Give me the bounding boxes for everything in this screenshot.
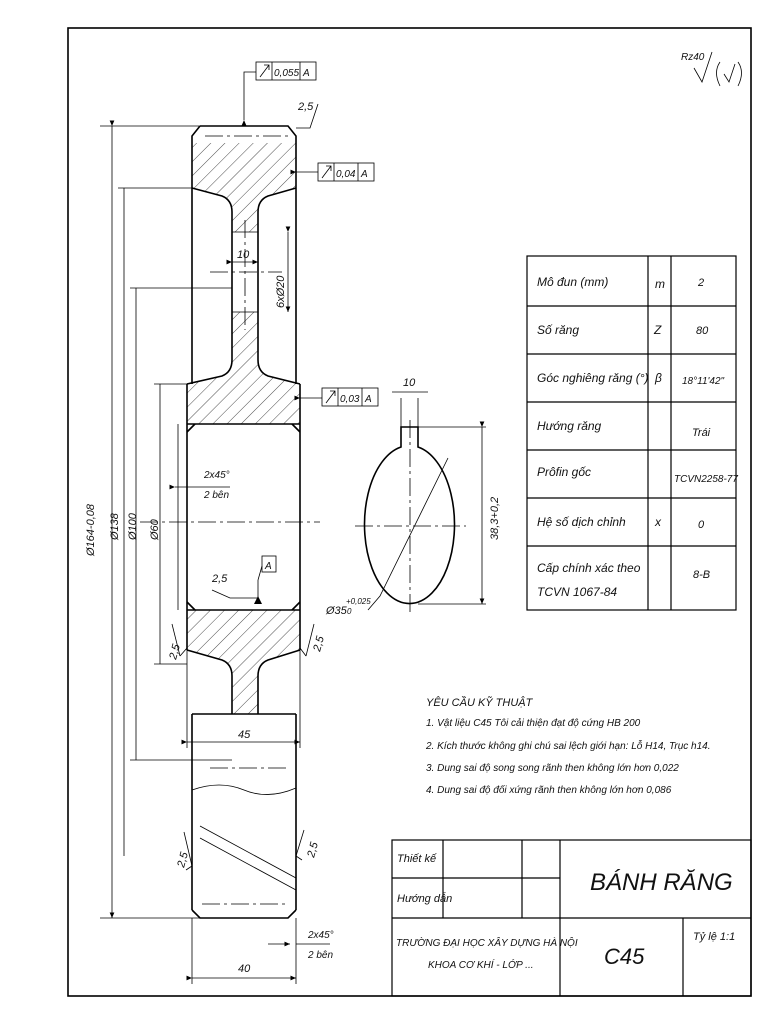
dim-tooth-right-chamfer: 2,5: [305, 840, 321, 860]
dim-face-width: 40: [238, 963, 251, 975]
dim-bore-tol-low: 0: [347, 607, 352, 616]
dim-d138: Ø138: [109, 512, 121, 541]
dim-chamfer-bore: 2x45°: [203, 470, 230, 481]
svg-text:0,03: 0,03: [340, 394, 360, 405]
svg-text:0,04: 0,04: [336, 169, 356, 180]
tolerance-frame-hub: 0,03 A: [294, 387, 379, 407]
designer-label: Thiết kế: [397, 853, 437, 865]
svg-text:Góc nghiêng răng (°): Góc nghiêng răng (°): [537, 371, 649, 385]
svg-text:2: 2: [697, 277, 704, 289]
param-row: Hệ số dịch chỉnh x 0: [537, 515, 705, 531]
svg-text:A: A: [364, 394, 372, 405]
svg-text:Prôfin gốc: Prôfin gốc: [537, 465, 591, 479]
svg-text:80: 80: [696, 325, 709, 337]
dim-key-width: 10: [403, 377, 416, 389]
requirement-item: 3. Dung sai độ song song rãnh then không…: [426, 763, 679, 774]
datum-label: A: [264, 561, 272, 572]
svg-text:TCVN2258-77: TCVN2258-77: [674, 474, 738, 485]
svg-text:x: x: [654, 515, 662, 529]
svg-text:A: A: [302, 68, 310, 79]
svg-text:Số răng: Số răng: [537, 323, 579, 337]
dim-d100: Ø100: [127, 512, 139, 541]
dim-d164: Ø164-0,08: [85, 503, 97, 557]
svg-text:Z: Z: [653, 323, 662, 337]
param-row: Hướng răng Trái: [537, 419, 711, 439]
param-row: Cấp chính xác theo TCVN 1067-84 8-B: [537, 561, 710, 599]
tolerance-frame-top: 0,055 A: [241, 61, 317, 126]
param-row: Prôfin gốc TCVN2258-77: [537, 465, 738, 485]
technical-requirements: YÊU CẦU KỸ THUẬT 1. Vật liệu C45 Tôi cải…: [425, 696, 711, 796]
svg-text:8-B: 8-B: [693, 569, 710, 581]
tolerance-frame-mid: 0,04 A: [290, 162, 375, 182]
gear-section-view: [140, 125, 320, 919]
svg-text:18°11'42": 18°11'42": [682, 376, 725, 387]
param-row: Mô đun (mm) m 2: [537, 275, 704, 291]
svg-text:Hướng răng: Hướng răng: [537, 419, 602, 433]
requirements-title: YÊU CẦU KỸ THUẬT: [426, 696, 534, 709]
param-row: Số răng Z 80: [537, 323, 709, 337]
dim-key-depth: 38,3+0,2: [489, 497, 501, 540]
dim-hub-length: 45: [238, 729, 251, 741]
material: C45: [604, 944, 645, 969]
dim-left-chamfer: 2,5: [167, 642, 183, 662]
requirement-item: 2. Kích thước không ghi chú sai lệch giớ…: [425, 739, 711, 752]
dim-bore-tol: +0,025: [346, 597, 371, 606]
dim-bore-chamfer: 2,5: [211, 573, 228, 585]
dim-right-chamfer: 2,5: [311, 634, 327, 654]
dim-chamfer-top: 2,5: [297, 101, 314, 113]
dim-hole-width: 10: [237, 249, 250, 261]
svg-text:0: 0: [698, 519, 705, 531]
dim-bottom-chamfer-note: 2 bên: [307, 950, 333, 961]
advisor-label: Hướng dẫn: [397, 892, 452, 905]
svg-text:TCVN 1067-84: TCVN 1067-84: [537, 585, 617, 599]
svg-text:m: m: [655, 277, 665, 291]
requirement-item: 1. Vật liệu C45 Tôi cải thiện đạt độ cứn…: [426, 717, 641, 729]
vertical-dimensions: [100, 120, 232, 919]
param-row: Góc nghiêng răng (°) β 18°11'42": [537, 371, 725, 387]
part-name: BÁNH RĂNG: [590, 869, 733, 896]
svg-text:β: β: [654, 371, 662, 385]
svg-text:Rz40: Rz40: [681, 52, 705, 63]
requirement-item: 4. Dung sai độ đối xứng rãnh then không …: [426, 784, 672, 796]
svg-text:Cấp chính xác theo: Cấp chính xác theo: [537, 561, 641, 575]
svg-text:Trái: Trái: [692, 427, 711, 439]
title-block: [391, 839, 752, 997]
faculty-name: KHOA CƠ KHÍ - LỚP ...: [428, 958, 534, 971]
dim-d60: Ø60: [149, 518, 161, 541]
dim-tooth-left-chamfer: 2,5: [175, 850, 191, 870]
school-name: TRƯỜNG ĐẠI HỌC XÂY DỰNG HÀ NỘI: [396, 936, 578, 949]
svg-text:0,055: 0,055: [274, 68, 299, 79]
scale: Tỷ lệ 1:1: [693, 931, 735, 943]
dim-chamfer-bore-note: 2 bên: [203, 490, 229, 501]
roughness-symbol: Rz40: [681, 51, 742, 87]
svg-text:A: A: [360, 169, 368, 180]
parameter-table: [526, 255, 737, 611]
svg-text:Mô đun (mm): Mô đun (mm): [537, 275, 608, 289]
svg-text:Hệ số dịch chỉnh: Hệ số dịch chỉnh: [537, 515, 626, 529]
dim-bottom-chamfer: 2x45°: [307, 930, 334, 941]
dim-holes: 6xØ20: [275, 275, 287, 308]
dim-bore-dia: Ø35: [325, 605, 348, 617]
keyway-section: [355, 391, 486, 616]
